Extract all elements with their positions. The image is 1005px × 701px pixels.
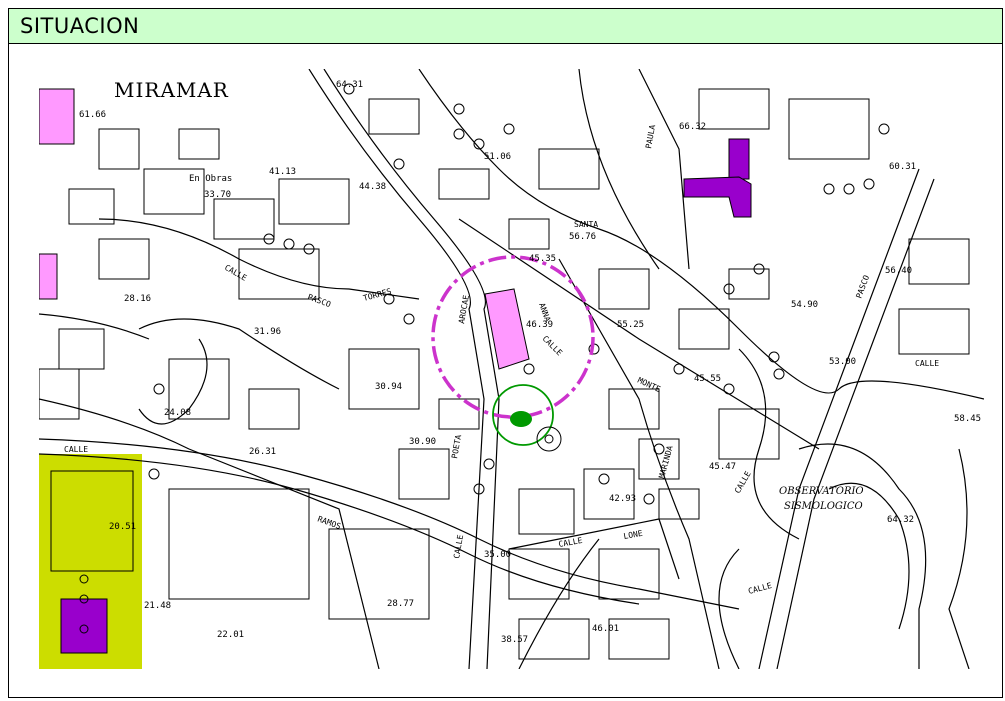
elevation-label: 45.47 <box>709 462 736 472</box>
roundabout <box>536 426 562 452</box>
pink-target-building <box>484 288 530 370</box>
panel-title: SITUACION <box>20 14 140 38</box>
elevation-label: 24.08 <box>164 408 191 418</box>
street-label: MARINDA <box>657 444 674 479</box>
elevation-label: 64.32 <box>887 515 914 525</box>
location-dot-green <box>510 411 532 427</box>
elevation-label: 20.51 <box>109 522 136 532</box>
elevation-label: 45.55 <box>694 374 721 384</box>
area-label-miramar: MIRAMAR <box>114 78 229 102</box>
elevation-label: 56.40 <box>885 266 912 276</box>
elevation-label: 58.45 <box>954 414 981 424</box>
elevation-label: 26.31 <box>249 447 276 457</box>
elevation-label: 54.90 <box>791 300 818 310</box>
street-label: SANTA <box>574 220 598 229</box>
pink-building-nw <box>39 88 75 145</box>
elevation-label: 55.25 <box>617 320 644 330</box>
elevation-label: 60.31 <box>889 162 916 172</box>
elevation-label: 45.35 <box>529 254 556 264</box>
street-label: CALLE <box>452 534 465 559</box>
site-map: MIRAMAR En Obras OBSERVATORIO SISMOLOGIC… <box>39 69 984 669</box>
elevation-label: 61.66 <box>79 110 106 120</box>
purple-building-sw <box>60 598 108 654</box>
elevation-label: 64.31 <box>336 80 363 90</box>
street-label: CALLE <box>558 536 583 549</box>
street-label: CALLE <box>733 469 753 495</box>
elevation-label: 30.94 <box>375 382 402 392</box>
site-circle-magenta <box>431 255 595 419</box>
location-circle-green <box>492 384 554 446</box>
elevation-label: 42.93 <box>609 494 636 504</box>
note-en-obras: En Obras <box>189 174 232 184</box>
pink-building-w <box>39 253 58 300</box>
elevation-label: 28.16 <box>124 294 151 304</box>
elevation-label: 22.01 <box>217 630 244 640</box>
building-outlines <box>39 88 970 660</box>
elevation-label: 38.57 <box>501 635 528 645</box>
observatory-label-2: SISMOLOGICO <box>784 501 863 512</box>
purple-building-ne-2 <box>683 176 752 218</box>
elevation-label: 28.77 <box>387 599 414 609</box>
street-label: CALLE <box>541 334 565 358</box>
elevation-label: 53.00 <box>829 357 856 367</box>
elevation-label: 46.39 <box>526 320 553 330</box>
panel-header: SITUACION <box>9 9 1002 44</box>
observatory-label-1: OBSERVATORIO <box>779 486 864 497</box>
elevation-label: 41.13 <box>269 167 296 177</box>
situacion-panel: SITUACION <box>8 8 1003 698</box>
street-label: CALLE <box>223 263 249 283</box>
trees <box>79 83 890 634</box>
elevation-label: 51.06 <box>484 152 511 162</box>
elevation-label: 35.00 <box>484 550 511 560</box>
street-label: PAULA <box>644 124 657 149</box>
street-label: PASCO <box>854 274 871 300</box>
roundabout-center <box>544 434 554 444</box>
map-drawing: MIRAMAR En Obras OBSERVATORIO SISMOLOGIC… <box>39 69 984 669</box>
street-label: TORRES <box>362 287 392 303</box>
purple-building-ne-1 <box>728 138 750 180</box>
street-label: LONE <box>623 529 644 541</box>
street-label: POETA <box>450 434 463 459</box>
elevation-labels: 64.31 66.32 61.66 51.06 60.31 41.13 33.7… <box>79 80 981 645</box>
street-label: CALLE <box>747 581 773 596</box>
elevation-label: 21.48 <box>144 601 171 611</box>
elevation-label: 56.76 <box>569 232 596 242</box>
park-inner-outline <box>50 470 134 572</box>
elevation-label: 33.70 <box>204 190 231 200</box>
street-label: CALLE <box>64 445 88 454</box>
elevation-label: 46.01 <box>592 624 619 634</box>
elevation-label: 30.90 <box>409 437 436 447</box>
elevation-label: 44.38 <box>359 182 386 192</box>
road-network <box>39 69 984 669</box>
elevation-label: 66.32 <box>679 122 706 132</box>
street-label: MONTE <box>636 376 662 394</box>
elevation-label: 31.96 <box>254 327 281 337</box>
street-label: CALLE <box>915 359 939 368</box>
